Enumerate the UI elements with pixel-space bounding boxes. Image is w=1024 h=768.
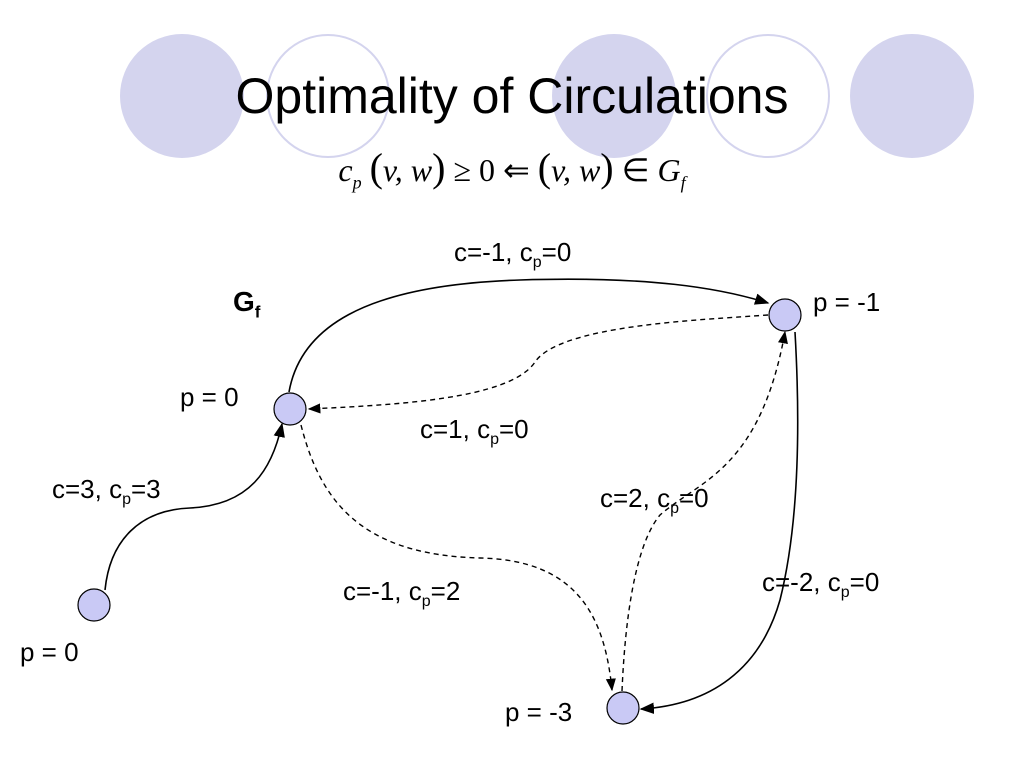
slide-title: Optimality of Circulations (235, 68, 789, 124)
edge-label-a-to-c: c=-1, cp=2 (343, 576, 461, 611)
edge-d-to-a (104, 422, 285, 591)
decorative-circle (266, 34, 390, 158)
node-c (606, 691, 640, 725)
decorative-circle (706, 34, 830, 158)
node-c-potential: p = -3 (505, 697, 573, 727)
edge-label-c-to-b: c=2, cp=0 (600, 483, 709, 518)
graph-label: Gf (233, 286, 261, 322)
edge-a-to-c (300, 424, 616, 692)
formula-lhs-args: v, w (382, 152, 433, 188)
edge-b-to-c (639, 331, 799, 714)
edge-label-b-to-a: c=1, cp=0 (420, 414, 529, 449)
optimality-formula: cp (v, w) ≥ 0 ⇐ (v, w) ∈ Gf (338, 145, 686, 193)
edge-c-to-b (621, 330, 788, 692)
formula-member: ∈ (621, 152, 650, 188)
decorative-circle (850, 34, 974, 158)
edge-a-to-b (288, 278, 770, 393)
formula-rhs-args: v, w (551, 152, 601, 188)
edge-b-to-a (307, 314, 769, 414)
decorative-circle (120, 34, 244, 158)
edge-label-d-to-a: c=3, cp=3 (52, 474, 161, 509)
node-d-potential: p = 0 (20, 637, 79, 667)
formula-graph: G (657, 152, 681, 188)
node-a (273, 392, 307, 426)
formula-graph-subscript: f (680, 172, 686, 193)
formula-func: c (338, 152, 353, 188)
node-b-potential: p = -1 (813, 287, 881, 317)
node-d (77, 588, 111, 622)
node-a-potential: p = 0 (180, 382, 239, 412)
edge-label-b-to-c: c=-2, cp=0 (762, 567, 880, 602)
edge-label-a-to-b: c=-1, cp=0 (454, 237, 572, 272)
decorative-circle (552, 34, 676, 158)
formula-relation: ≥ 0 ⇐ (453, 152, 530, 188)
formula-func-subscript: p (352, 172, 362, 193)
node-b (768, 298, 802, 332)
